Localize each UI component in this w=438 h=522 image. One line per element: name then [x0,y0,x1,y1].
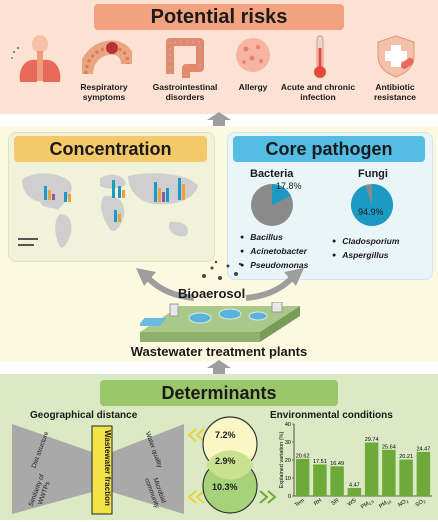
fungi-genus-2: Aspergillus [332,250,388,260]
intestine-icon [82,40,132,75]
colon-icon [166,38,204,78]
thermometer-icon [314,35,326,78]
bioaerosol-label: Bioaerosol [178,286,246,301]
concentration-title: Concentration [14,136,207,162]
chevron-left-icon [187,428,205,442]
world-map [18,173,198,248]
determinants-title: Determinants [100,380,338,406]
bar-value-label: 25.64 [382,444,396,450]
x-tick-subscript: 2.5 [368,499,376,507]
x-tick-subscript: 2 [405,499,410,505]
bar-value-label: 4.47 [349,482,360,488]
chevron-right-icon [259,490,277,504]
x-tick-label: PM10 [378,497,393,510]
y-tick-label: 0 [288,494,291,500]
x-tick-label: RH [313,498,323,507]
y-tick-label: 10 [285,476,291,482]
venn-env-value: 10.3% [212,482,238,492]
x-tick-label: PM2.5 [360,497,376,511]
bacteria-pie-slice [272,184,291,205]
respiratory-icon [11,35,61,82]
y-tick-label: 20 [285,458,291,464]
bar [416,451,431,496]
venn-geo-value: 7.2% [215,430,236,440]
bar [313,464,327,496]
fungi-share-label: 94.9% [358,207,384,217]
bar [295,458,310,496]
core-pathogen-title: Core pathogen [233,136,425,162]
x-tick-label: Tem [294,497,306,508]
x-tick-subscript: 2 [422,499,427,505]
bar [382,449,396,496]
bar-value-label: 29.74 [365,437,379,443]
y-axis-label: Explained variation (%) [279,432,285,489]
env-conditions-title: Environmental conditions [270,410,393,421]
risk-label-antibiotic: Antibiotic resistance [373,82,417,102]
up-arrow-icon [207,360,231,376]
bar [347,487,362,496]
up-arrow-icon [207,112,231,128]
risk-label-infection: Acute and chronic infection [280,82,356,102]
bacteria-genus-1: Bacillus [240,232,283,242]
allergen-icon [236,38,270,72]
x-tick-label: WS [347,498,358,508]
bar-value-label: 17.51 [313,459,327,465]
bar-value-label: 20.21 [399,454,413,460]
wastewater-plant-icon [140,302,300,342]
bacteria-pie [251,184,293,226]
bacteria-title: Bacteria [250,168,294,180]
fungi-pie-slice [351,184,394,226]
potential-risks-title: Potential risks [94,4,344,30]
geo-funnel [12,424,184,515]
x-tick-label: SR [331,498,341,507]
x-tick-label: NO2 [397,497,410,509]
y-tick-label: 30 [285,440,291,446]
risk-label-gastrointestinal: Gastrointestinal disorders [152,82,218,102]
bar [330,466,344,496]
bar-value-label: 16.49 [330,461,344,467]
fungi-pie [351,184,394,226]
fungi-genus-1: Cladosporium [332,236,399,246]
funnel-label-wastewater-fraction: Wastewater fraction [103,430,112,506]
aerosol-particles-icon [202,260,242,280]
venn-diagram [202,416,258,514]
geo-distance-title: Geographical distance [30,410,138,421]
bar-value-label: 20.62 [296,453,310,459]
risk-label-allergy: Allergy [238,82,268,92]
venn-overlap-value: 2.9% [215,456,236,466]
bacteria-genus-3: Pseudomonas [240,260,308,270]
fungi-title: Fungi [358,168,388,180]
bar [399,459,413,496]
bacteria-share-label: 17.8% [276,181,302,191]
bacteria-genus-2: Acinetobacter [240,246,307,256]
wwtp-label: Wastewater treatment plants [130,344,308,359]
curved-arrows [136,268,304,301]
shield-icon [377,35,415,78]
x-tick-subscript: 10 [386,499,393,506]
chevron-left-icon [187,490,205,504]
y-tick-label: 40 [285,422,291,428]
bar-value-label: 24.47 [416,446,430,452]
risk-label-respiratory: Respiratory symptoms [80,82,128,102]
x-tick-label: SO2 [415,497,428,509]
bar [364,442,379,496]
